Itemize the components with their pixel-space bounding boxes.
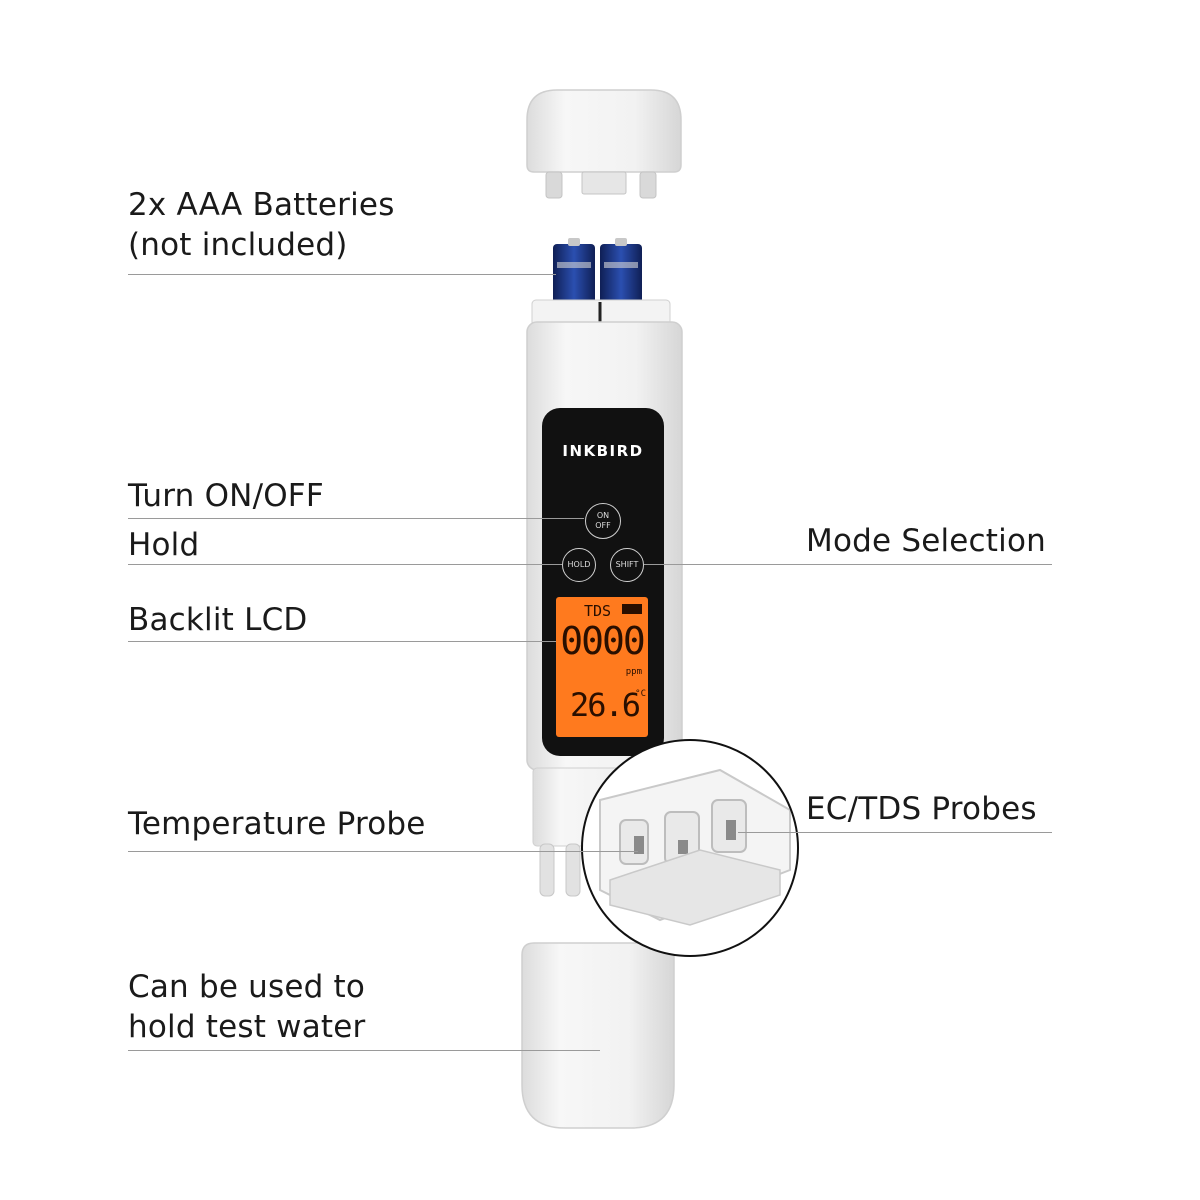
callout-batteries: 2x AAA Batteries (not included) bbox=[128, 185, 395, 265]
lcd-unit: ppm bbox=[625, 667, 642, 677]
lcd-tds-reading: 0000 bbox=[560, 619, 646, 663]
leader-cap bbox=[128, 1050, 600, 1051]
bottom-cap bbox=[521, 942, 675, 1129]
brand-logo: INKBIRD bbox=[562, 442, 644, 460]
leader-hold bbox=[128, 564, 562, 565]
leader-mode bbox=[644, 564, 1052, 565]
top-cap bbox=[526, 89, 682, 199]
lcd-screen: TDS 0000 ppm 26.6 °C bbox=[556, 597, 648, 737]
leader-temp-probe bbox=[128, 851, 638, 852]
lcd-temp-unit: °C bbox=[635, 689, 646, 699]
lcd-mode-label: TDS bbox=[584, 602, 612, 620]
aaa-batteries bbox=[553, 238, 642, 304]
lcd-temperature: 26.6 bbox=[570, 686, 641, 724]
hold-button[interactable]: HOLD bbox=[562, 548, 596, 582]
callout-power: Turn ON/OFF bbox=[128, 478, 324, 514]
battery-indicator-icon bbox=[622, 604, 642, 614]
power-button-bottom-label: OFF bbox=[595, 521, 611, 530]
leader-power bbox=[128, 518, 584, 519]
callout-cap-line1: Can be used to bbox=[128, 969, 366, 1005]
leader-batteries bbox=[128, 274, 556, 275]
callout-cap-line2: hold test water bbox=[128, 1009, 366, 1045]
callout-temp-probe: Temperature Probe bbox=[128, 806, 426, 842]
callout-mode: Mode Selection bbox=[806, 523, 1046, 559]
power-button-top-label: ON bbox=[596, 511, 610, 520]
callout-batteries-line1: 2x AAA Batteries bbox=[128, 187, 395, 223]
callout-ec-tds: EC/TDS Probes bbox=[806, 791, 1037, 827]
callout-hold: Hold bbox=[128, 527, 200, 563]
callout-batteries-line2: (not included) bbox=[128, 227, 348, 263]
power-button[interactable]: ON OFF bbox=[585, 503, 621, 539]
leader-lcd bbox=[128, 641, 556, 642]
probe-zoom-circle bbox=[581, 739, 799, 957]
shift-button[interactable]: SHIFT bbox=[610, 548, 644, 582]
callout-cap: Can be used to hold test water bbox=[128, 967, 365, 1047]
callout-lcd: Backlit LCD bbox=[128, 602, 308, 638]
leader-ec-tds bbox=[738, 832, 1052, 833]
